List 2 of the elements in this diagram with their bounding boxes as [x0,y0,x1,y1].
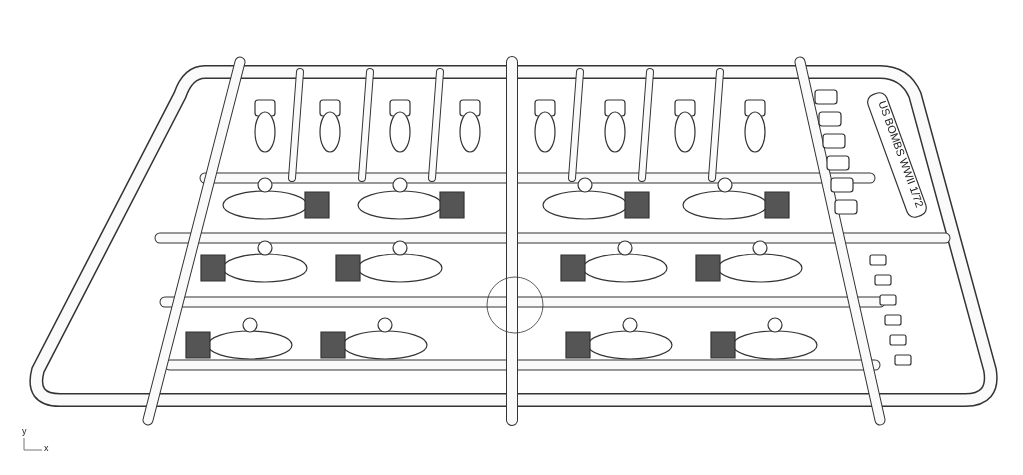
axis-label: x [44,443,49,453]
axis-label: y [22,426,27,436]
